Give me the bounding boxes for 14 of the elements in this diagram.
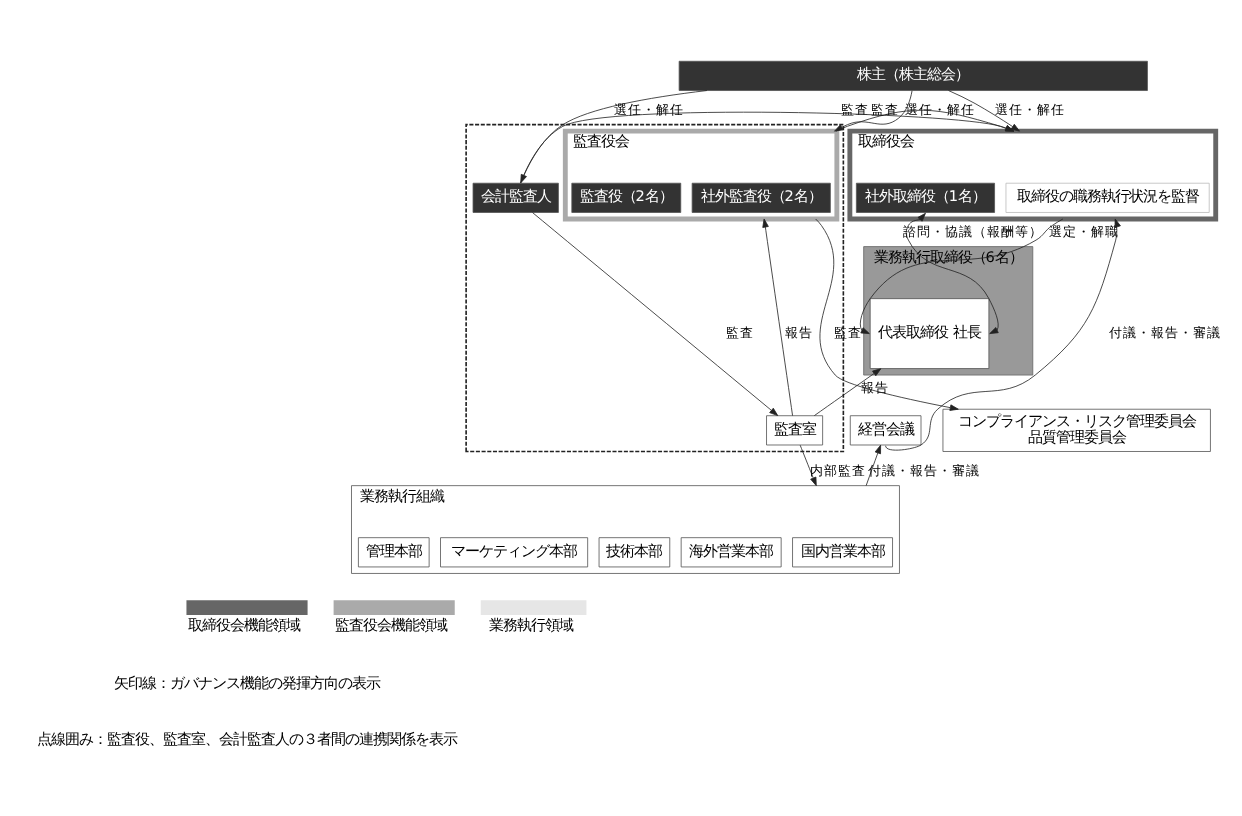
arrow [859,218,1064,334]
arrow [813,368,882,416]
arrow [905,212,999,334]
arrow [835,109,1015,132]
arrow [865,444,881,487]
arrow [834,90,913,132]
arrow [815,218,959,411]
arrow [520,111,1015,184]
arrow [532,212,779,416]
arrow [885,218,1121,451]
arrow [799,444,817,487]
arrow [948,90,1020,132]
arrow [520,90,708,184]
arrow [762,218,793,417]
